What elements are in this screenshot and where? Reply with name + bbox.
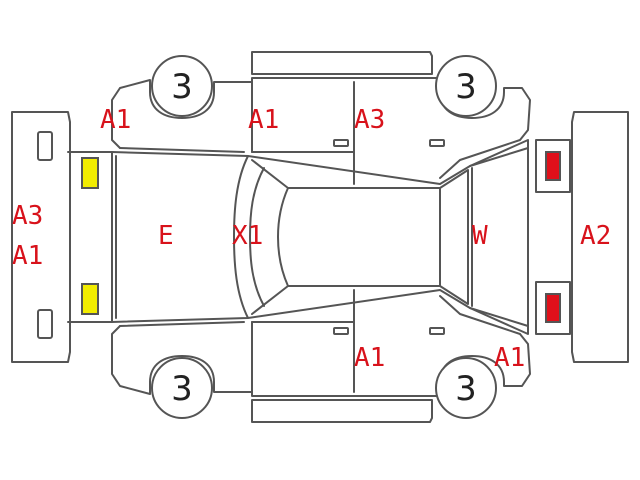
code-rear-bumper: A2 (580, 221, 611, 251)
front-bumper (11, 111, 71, 363)
wheel-rear-left-value: 3 (455, 67, 477, 107)
left-side-profile (111, 77, 531, 185)
right-side-roof-strip (251, 399, 433, 423)
code-rear-left-door: A3 (354, 105, 385, 135)
left-side-roof-strip (251, 51, 433, 75)
wheel-rear-right: 3 (435, 357, 497, 419)
right-side-profile (111, 289, 531, 397)
code-windshield: X1 (232, 221, 263, 251)
top-view-body (67, 139, 529, 335)
code-front-left-door: A1 (248, 105, 279, 135)
code-hood: E (158, 221, 174, 251)
headlight-right (81, 283, 99, 315)
wheel-front-right-value: 3 (171, 369, 193, 409)
rear-bumper (571, 111, 629, 363)
taillight-top (545, 151, 561, 181)
headlight-left (81, 157, 99, 189)
code-rear-right-door: A1 (354, 343, 385, 373)
code-front-bumper-1: A3 (12, 201, 43, 231)
code-front-left-fender: A1 (100, 105, 131, 135)
wheel-front-left-value: 3 (171, 67, 193, 107)
wheel-rear-left: 3 (435, 55, 497, 117)
code-rear-right-quarter: A1 (494, 343, 525, 373)
wheel-front-left: 3 (151, 55, 213, 117)
taillight-bottom (545, 293, 561, 323)
code-front-bumper-2: A1 (12, 241, 43, 271)
wheel-rear-right-value: 3 (455, 369, 477, 409)
code-rear-glass: W (472, 221, 488, 251)
wheel-front-right: 3 (151, 357, 213, 419)
